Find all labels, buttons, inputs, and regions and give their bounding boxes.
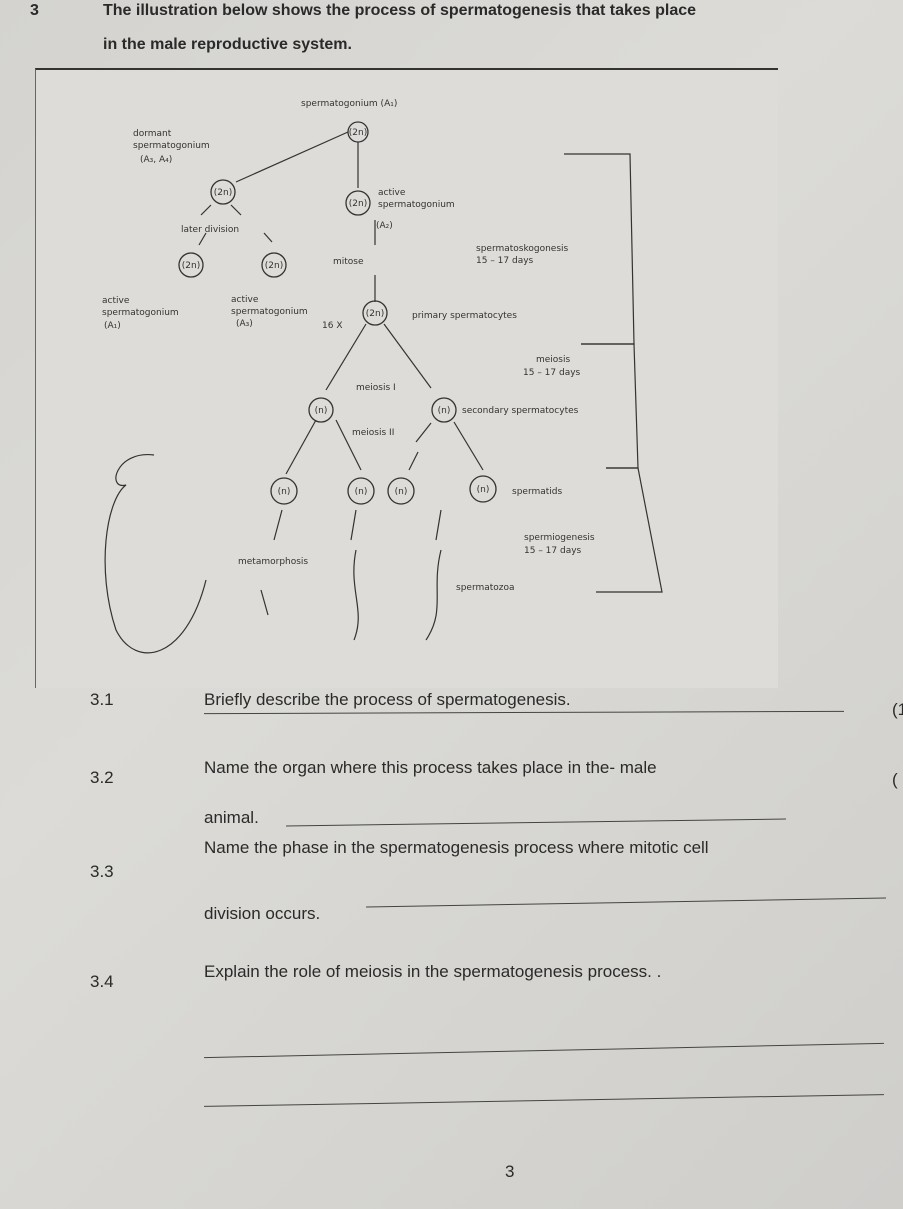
subquestion-number: 3.1	[90, 690, 114, 709]
label-active-a3: spermatogonium	[231, 307, 308, 317]
ploidy-label: (2n)	[349, 199, 367, 209]
label-active-a1: (A₁)	[104, 321, 121, 331]
mark-allocation: (1	[892, 700, 903, 719]
subquestion-text: Briefly describe the process of spermato…	[204, 690, 571, 709]
label-spermiogenesis-days: 15 – 17 days	[524, 546, 582, 556]
label-meiosis-2: meiosis II	[352, 428, 394, 438]
cell-circle	[270, 477, 298, 505]
label-meiosis-days: 15 – 17 days	[523, 368, 581, 378]
label-meiosis-stage: meiosis	[536, 355, 571, 365]
label-dormant: spermatogonium	[133, 141, 210, 151]
label-active-a3: active	[231, 295, 259, 305]
label-16x: 16 X	[322, 321, 342, 331]
subquestion-number: 3.3	[90, 862, 114, 881]
ploidy-label: (n)	[315, 406, 328, 416]
subquestion-number: 3.4	[90, 972, 114, 991]
sperm-cell-drawing	[104, 454, 207, 654]
cell-circle	[261, 252, 287, 278]
label-metamorphosis: metamorphosis	[238, 557, 308, 567]
cell-circle	[178, 252, 204, 278]
label-primary-spermatocytes: primary spermatocytes	[412, 311, 517, 321]
answer-line[interactable]	[204, 1094, 884, 1107]
label-spermatozoa: spermatozoa	[456, 583, 515, 593]
label-secondary-spermatocytes: secondary spermatocytes	[462, 406, 579, 416]
subquestion-number: 3.2	[90, 768, 114, 787]
subquestion-text: Explain the role of meiosis in the sperm…	[204, 962, 662, 981]
cell-circle	[345, 190, 371, 216]
label-spermatocytogenesis: spermatoskogonesis	[476, 244, 569, 254]
label-active-a2: (A₂)	[376, 221, 393, 231]
ploidy-label: (2n)	[214, 188, 232, 198]
ploidy-label: (n)	[278, 487, 291, 497]
ploidy-label: (n)	[438, 406, 451, 416]
ploidy-label: (2n)	[265, 261, 283, 271]
label-active-a1: spermatogonium	[102, 308, 179, 318]
cell-circle	[469, 475, 497, 503]
arrow-line	[235, 131, 349, 183]
cell-circle	[347, 121, 369, 143]
label-mitose: mitose	[333, 257, 364, 267]
ploidy-label: (2n)	[366, 309, 384, 319]
cell-circle	[347, 477, 375, 505]
subquestion-text: Name the phase in the spermatogenesis pr…	[204, 838, 709, 857]
diagram-svg: (2n) (2n) (2n) (2n) (2n) (2n) (n) (n) (n…	[102, 99, 663, 654]
ploidy-label: (n)	[477, 485, 490, 495]
answer-line[interactable]	[366, 897, 886, 908]
question-intro-line1: The illustration below shows the process…	[103, 2, 697, 19]
mark-allocation: (	[892, 770, 898, 789]
spermatogenesis-diagram: (2n) (2n) (2n) (2n) (2n) (2n) (n) (n) (n…	[35, 68, 778, 688]
label-meiosis-1: meiosis I	[356, 383, 396, 393]
cell-circle	[308, 397, 334, 423]
question-intro-line2: in the male reproductive system.	[103, 36, 352, 53]
label-spermatocytogenesis-days: 15 – 17 days	[476, 256, 534, 266]
label-active-a2: active	[378, 188, 406, 198]
ploidy-label: (2n)	[349, 128, 367, 138]
label-active-a1: active	[102, 296, 130, 306]
cell-circle	[387, 477, 415, 505]
cell-circle	[431, 397, 457, 423]
label-spermatogonium-a1: spermatogonium (A₁)	[301, 99, 397, 109]
subquestion-text-cont: division occurs.	[204, 904, 321, 923]
label-spermiogenesis: spermiogenesis	[524, 533, 595, 543]
cell-circle	[362, 300, 388, 326]
label-active-a2: spermatogonium	[378, 200, 455, 210]
answer-line[interactable]	[286, 818, 786, 827]
question-number: 3	[30, 2, 39, 19]
page-number: 3	[505, 1162, 515, 1181]
label-later-division: later division	[181, 225, 239, 235]
answer-line[interactable]	[204, 1042, 884, 1059]
answer-line[interactable]	[204, 710, 844, 715]
label-active-a3: (A₃)	[236, 319, 253, 329]
ploidy-label: (n)	[395, 487, 408, 497]
ploidy-label: (2n)	[182, 261, 200, 271]
subquestion-text: Name the organ where this process takes …	[204, 758, 657, 777]
label-spermatids: spermatids	[512, 487, 563, 497]
cell-circle	[210, 179, 236, 205]
label-dormant: dormant	[133, 129, 172, 139]
label-dormant: (A₃, A₄)	[140, 155, 172, 165]
ploidy-label: (n)	[355, 487, 368, 497]
subquestion-text-cont: animal.	[204, 808, 259, 827]
